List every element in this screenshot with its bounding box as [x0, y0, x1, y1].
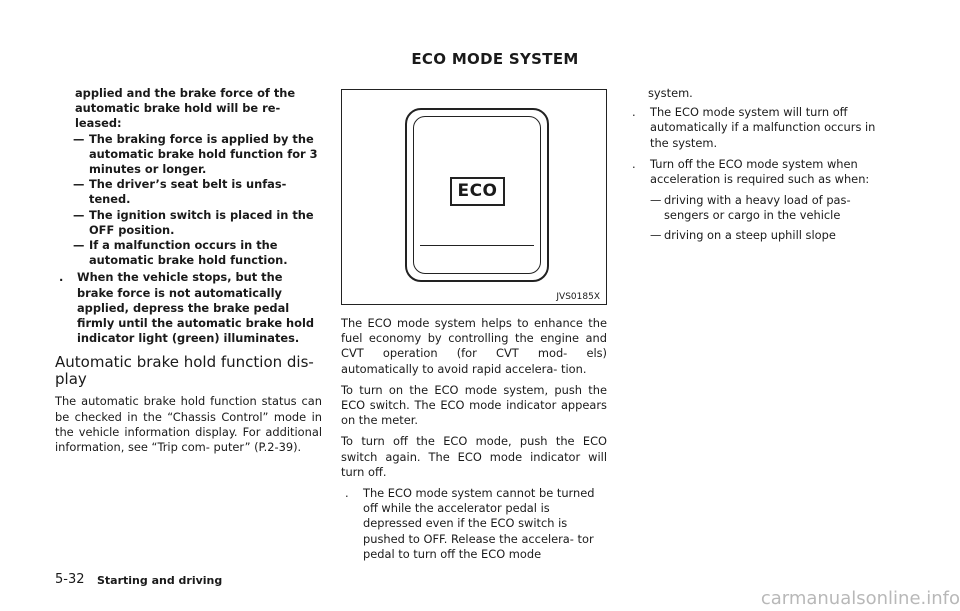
footer-section-title: Starting and driving	[97, 574, 223, 587]
column-3: system. . The ECO mode system will turn …	[628, 86, 895, 247]
dash-item: The ignition switch is placed in the OFF…	[55, 208, 322, 238]
bullet-item: . Turn off the ECO mode system when acce…	[628, 157, 895, 187]
continuation-text: system.	[648, 86, 693, 100]
paragraph: To turn off the ECO mode, push the ECO s…	[341, 434, 607, 479]
dash-item: If a malfunction occurs in the automatic…	[55, 238, 322, 268]
bullet-mark: .	[59, 270, 64, 285]
bullet-item: . The ECO mode system will turn off auto…	[628, 105, 895, 151]
column-1: applied and the brake force of the autom…	[55, 86, 322, 455]
column-2: The ECO mode system helps to enhance the…	[341, 316, 607, 568]
paragraph: The ECO mode system helps to enhance the…	[341, 316, 607, 376]
eco-label: ECO	[450, 177, 505, 206]
bullet-text: The ECO mode system cannot be turned off…	[363, 486, 595, 561]
dash-item: The braking force is applied by the auto…	[55, 132, 322, 178]
paragraph: The automatic brake hold function status…	[55, 394, 322, 455]
subheading: Automatic brake hold function dis- play	[55, 353, 314, 389]
watermark: carmanualsonline.info	[760, 588, 960, 609]
continuation-text: applied and the brake force of the autom…	[75, 86, 296, 131]
bullet-item: . The ECO mode system cannot be turned o…	[341, 486, 607, 562]
bullet-mark: .	[632, 156, 636, 171]
eco-switch-figure: ECO JVS0185X	[341, 89, 607, 305]
bullet-mark: .	[345, 486, 349, 501]
bullet-text: The ECO mode system will turn off automa…	[650, 105, 876, 150]
switch-divider	[420, 245, 534, 246]
page-number: 5-32	[55, 572, 85, 587]
eco-switch-outline: ECO	[405, 108, 549, 282]
eco-switch-face: ECO	[413, 116, 541, 274]
section-heading: ECO MODE SYSTEM	[411, 50, 579, 68]
figure-code: JVS0185X	[556, 292, 600, 302]
bullet-mark: .	[632, 105, 636, 120]
bullet-text: Turn off the ECO mode system when accele…	[650, 156, 870, 187]
dash-item: The driver’s seat belt is unfas- tened.	[55, 177, 322, 207]
bullet-item: . When the vehicle stops, but the brake …	[55, 270, 322, 346]
dash-item: driving on a steep uphill slope	[628, 228, 895, 243]
paragraph: To turn on the ECO mode system, push the…	[341, 382, 607, 428]
dash-item: driving with a heavy load of pas- senger…	[628, 193, 895, 223]
bullet-text: When the vehicle stops, but the brake fo…	[77, 270, 315, 346]
